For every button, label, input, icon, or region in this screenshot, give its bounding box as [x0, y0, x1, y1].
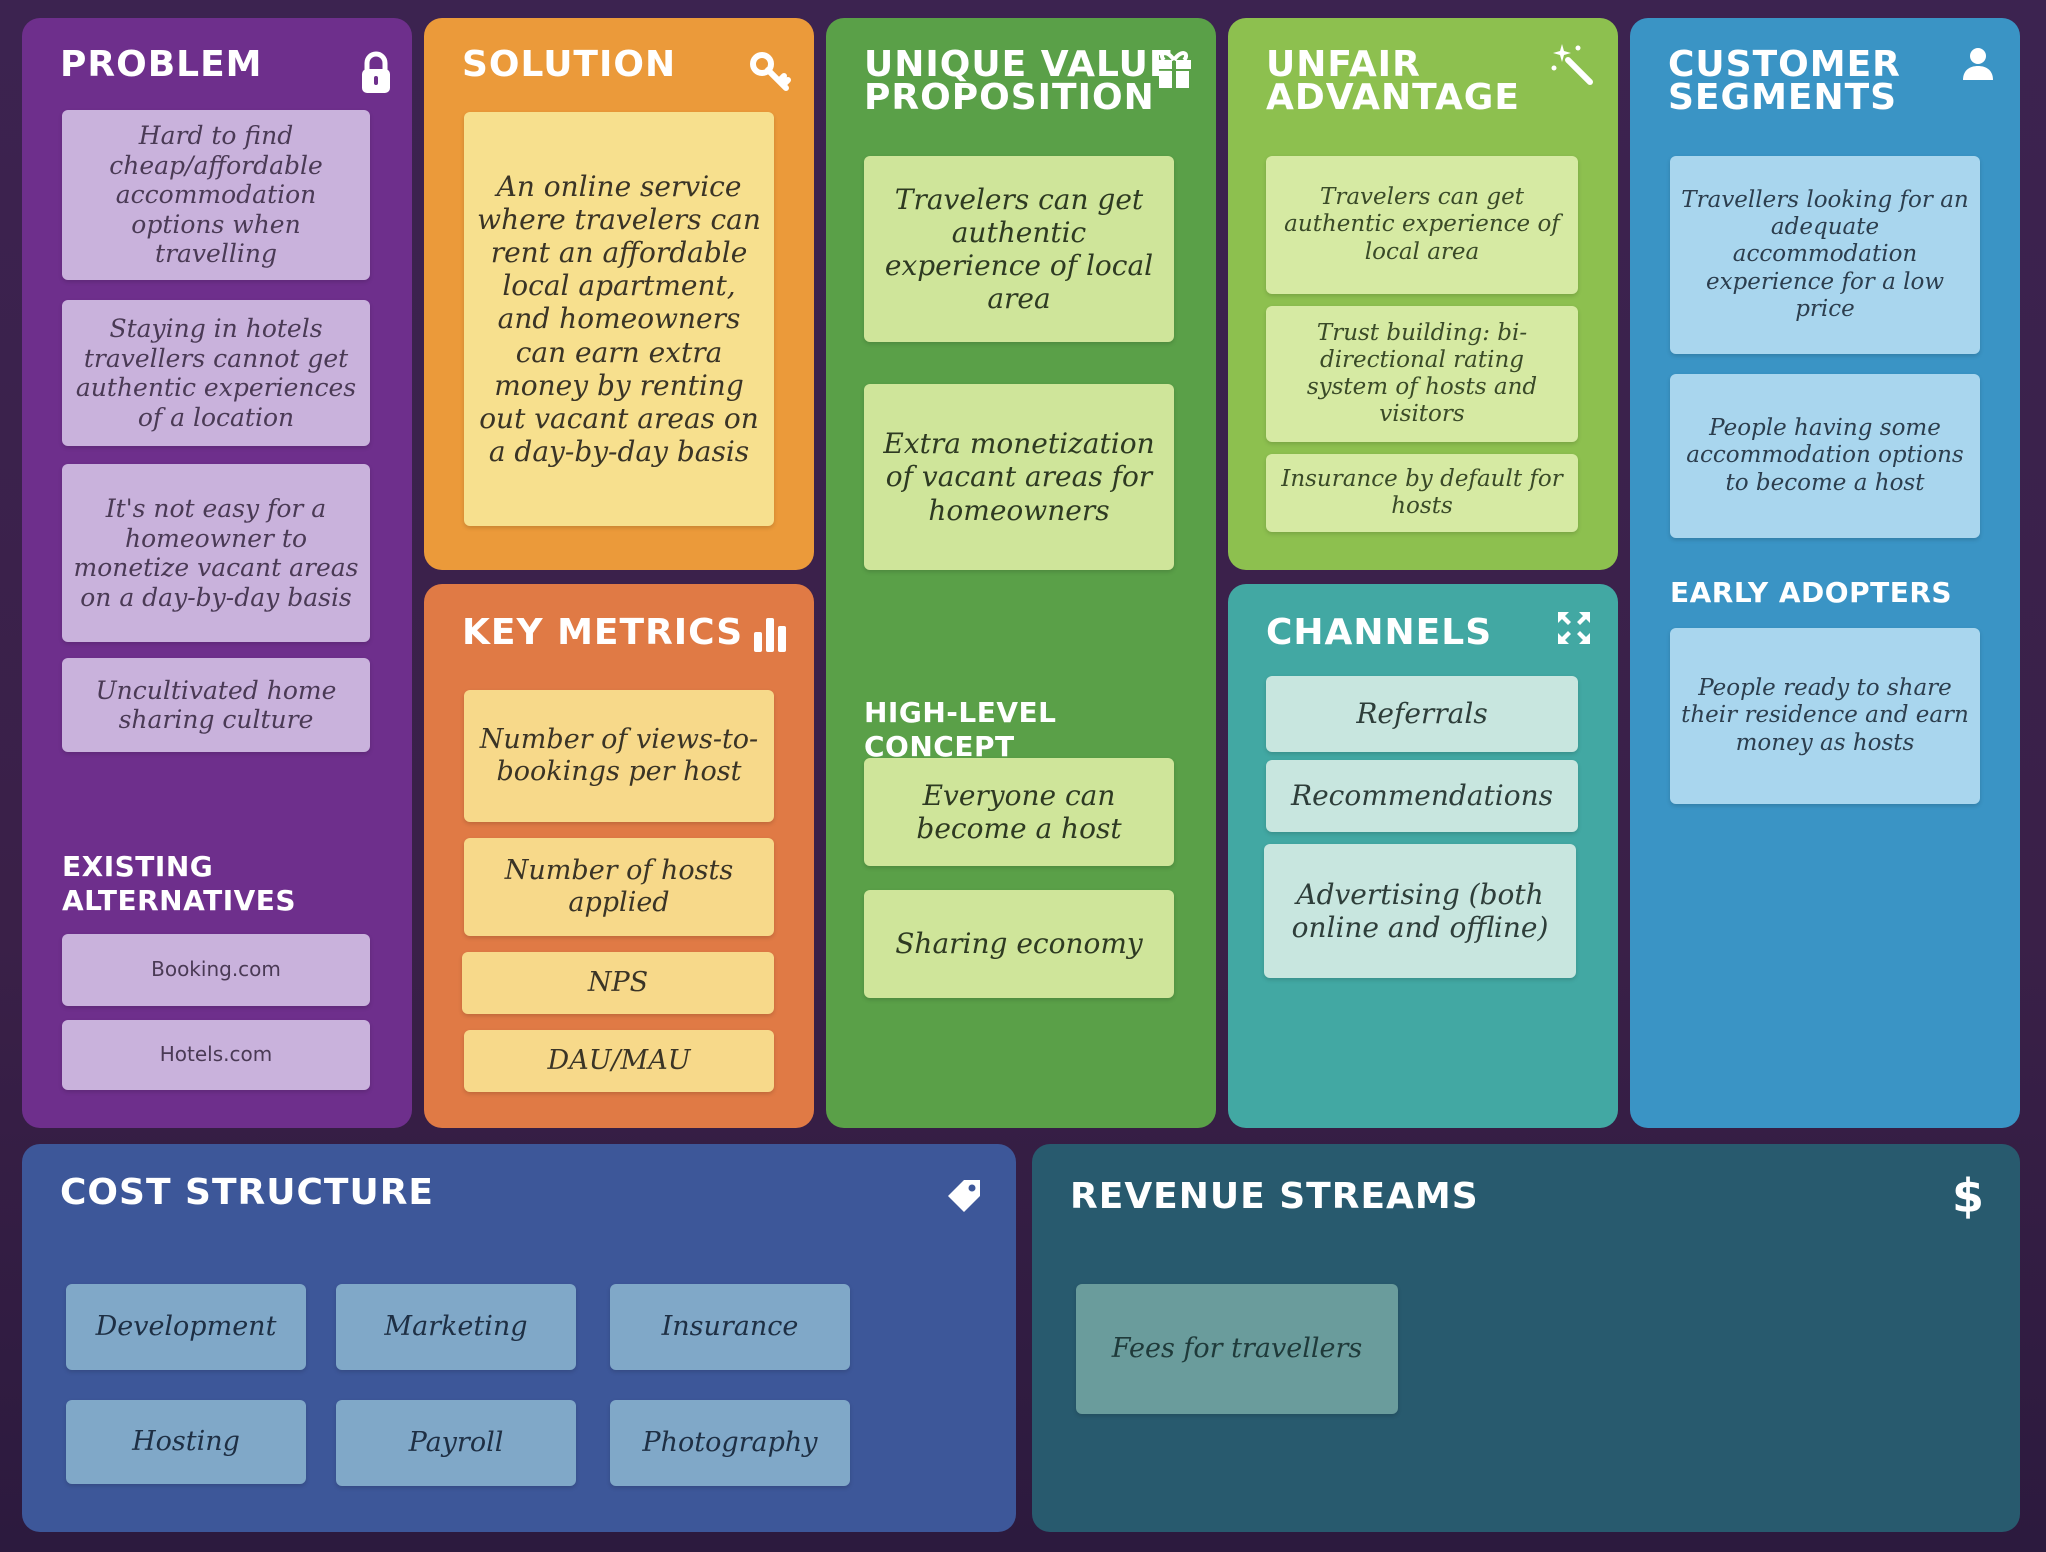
customer-segments-panel: CUSTOMER SEGMENTS Travellers looking for… — [1630, 18, 2020, 1128]
problem-title: PROBLEM — [60, 44, 263, 85]
concept-note: Sharing economy — [864, 890, 1174, 998]
cost-structure-panel: COST STRUCTURE Development Marketing Ins… — [22, 1144, 1016, 1532]
unfair-advantage-note: Travelers can get authentic experience o… — [1266, 156, 1578, 294]
uvp-note: Extra monetization of vacant areas for h… — [864, 384, 1174, 570]
customer-segments-title: CUSTOMER SEGMENTS — [1668, 44, 1901, 118]
magic-wand-icon — [1548, 40, 1596, 88]
concept-note: Everyone can become a host — [864, 758, 1174, 866]
unfair-advantage-note: Insurance by default for hosts — [1266, 454, 1578, 532]
tag-icon — [942, 1174, 990, 1222]
solution-title: SOLUTION — [462, 44, 677, 85]
problem-note: Uncultivated home sharing culture — [62, 658, 370, 752]
customer-segment-note: People having some accommodation options… — [1670, 374, 1980, 538]
early-adopter-note: People ready to share their residence an… — [1670, 628, 1980, 804]
solution-note: An online service where travelers can re… — [464, 112, 774, 526]
cost-note: Payroll — [336, 1400, 576, 1486]
cost-note: Development — [66, 1284, 306, 1370]
key-metric-note: NPS — [462, 952, 774, 1014]
unfair-advantage-panel: UNFAIR ADVANTAGE Travelers can get authe… — [1228, 18, 1618, 570]
revenue-streams-title: REVENUE STREAMS — [1070, 1176, 1479, 1217]
uvp-note: Travelers can get authentic experience o… — [864, 156, 1174, 342]
revenue-note: Fees for travellers — [1076, 1284, 1398, 1414]
unfair-advantage-note: Trust building: bi-directional rating sy… — [1266, 306, 1578, 442]
key-metric-note: Number of views-to-bookings per host — [464, 690, 774, 822]
problem-panel: PROBLEM Hard to find cheap/affordable ac… — [22, 18, 412, 1128]
key-metric-note: Number of hosts applied — [464, 838, 774, 936]
expand-icon — [1554, 608, 1602, 656]
user-icon — [1958, 44, 2006, 92]
lock-icon — [352, 48, 400, 96]
key-metric-note: DAU/MAU — [464, 1030, 774, 1092]
cost-note: Hosting — [66, 1400, 306, 1484]
high-level-concept-title: HIGH-LEVEL CONCEPT — [864, 696, 1057, 763]
solution-panel: SOLUTION An online service where travele… — [424, 18, 814, 570]
bar-chart-icon — [746, 610, 794, 658]
cost-note: Marketing — [336, 1284, 576, 1370]
gift-icon — [1150, 44, 1198, 92]
uvp-panel: UNIQUE VALUE PROPOSITION Travelers can g… — [826, 18, 1216, 1128]
dollar-icon: $ — [1951, 1169, 1984, 1223]
problem-note: Hard to find cheap/affordable accommodat… — [62, 110, 370, 280]
unfair-advantage-title: UNFAIR ADVANTAGE — [1266, 44, 1520, 118]
cost-structure-title: COST STRUCTURE — [60, 1172, 434, 1213]
key-metrics-title: KEY METRICS — [462, 612, 744, 653]
channels-panel: CHANNELS Referrals Recommendations Adver… — [1228, 584, 1618, 1128]
problem-note: Staying in hotels travellers cannot get … — [62, 300, 370, 446]
early-adopters-title: EARLY ADOPTERS — [1670, 576, 1953, 609]
cost-note: Photography — [610, 1400, 850, 1486]
problem-note: It's not easy for a homeowner to monetiz… — [62, 464, 370, 642]
alternative-note: Hotels.com — [62, 1020, 370, 1090]
channel-note: Recommendations — [1266, 760, 1578, 832]
channel-note: Referrals — [1266, 676, 1578, 752]
customer-segment-note: Travellers looking for an adequate accom… — [1670, 156, 1980, 354]
channels-title: CHANNELS — [1266, 612, 1493, 653]
key-icon — [746, 48, 794, 96]
revenue-streams-panel: REVENUE STREAMS $ Fees for travellers — [1032, 1144, 2020, 1532]
channel-note: Advertising (both online and offline) — [1264, 844, 1576, 978]
key-metrics-panel: KEY METRICS Number of views-to-bookings … — [424, 584, 814, 1128]
existing-alternatives-title: EXISTING ALTERNATIVES — [62, 850, 297, 917]
cost-note: Insurance — [610, 1284, 850, 1370]
alternative-note: Booking.com — [62, 934, 370, 1006]
uvp-title: UNIQUE VALUE PROPOSITION — [864, 44, 1175, 118]
